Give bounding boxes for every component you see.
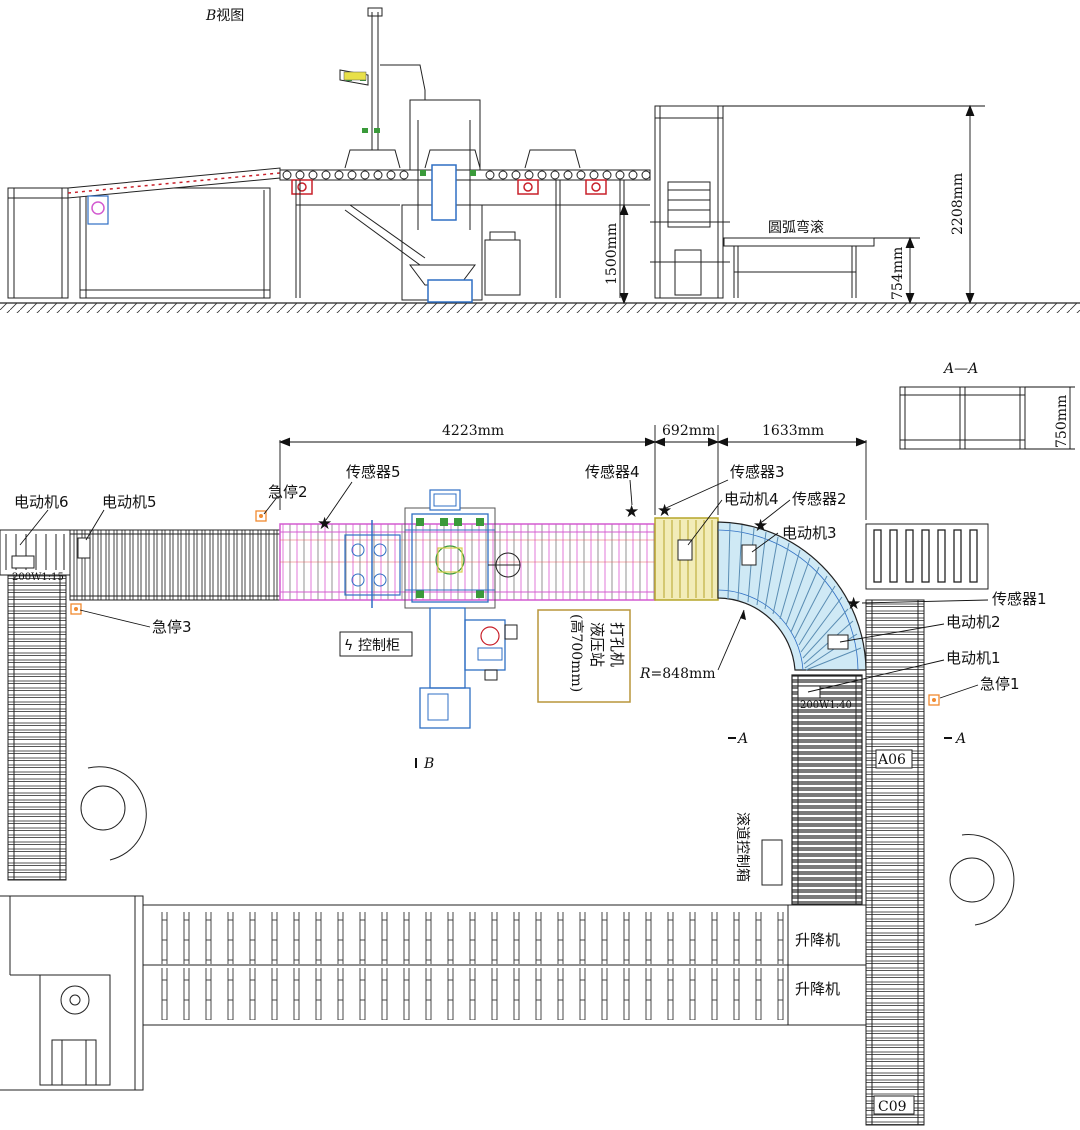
top-left-conveyor	[0, 529, 281, 601]
roller-control-label: 滚道控制箱	[734, 812, 751, 882]
side-view: B视图	[0, 7, 1080, 313]
label-motor3: 电动机3	[782, 524, 837, 542]
dim-1500: 1500mm	[604, 223, 620, 285]
plan-view: 4223mm 692mm 1633mm 200W1:15	[0, 423, 1047, 1126]
drill-box-line-3: (高700mm)	[568, 614, 585, 692]
roller-control-box	[761, 839, 783, 886]
estop-markers	[70, 510, 940, 706]
side-arc-roller-table	[723, 237, 875, 298]
drill-box-line-1: 打孔机	[608, 622, 626, 667]
left-vertical-conveyor	[7, 574, 67, 881]
dim-754: 754mm	[890, 247, 906, 300]
dim-750: 750mm	[1054, 395, 1070, 448]
view-b-title: B视图	[205, 8, 244, 24]
radius-leader	[717, 609, 745, 671]
label-sensor4: 传感器4	[585, 463, 640, 481]
label-sensor1: 传感器1	[992, 590, 1047, 608]
lift-label-2: 升降机	[795, 980, 840, 998]
side-lift-tower	[650, 105, 730, 299]
bottom-left-frame	[0, 895, 144, 1091]
label-estop2: 急停2	[268, 483, 308, 501]
label-sensor2: 传感器2	[792, 490, 847, 508]
plan-dimensions	[278, 425, 868, 520]
label-motor1: 电动机1	[946, 649, 1001, 667]
radius-label: R=848mm	[639, 666, 716, 682]
station-a06: A06	[877, 752, 906, 768]
control-cabinet-box	[339, 631, 413, 657]
arc-roller-label: 圆弧弯滚	[768, 219, 824, 236]
side-incline-conveyor	[67, 167, 281, 225]
control-cabinet-label: 控制柜	[358, 638, 400, 654]
control-cabinet-icon: ϟ	[344, 638, 353, 654]
label-motor2: 电动机2	[946, 613, 1001, 631]
motor6-tag: 200W1:15	[12, 572, 64, 583]
svg-text:★: ★	[753, 516, 768, 536]
a-marker-left: A	[736, 731, 748, 747]
dim-692: 692mm	[662, 423, 715, 439]
dim-4223: 4223mm	[442, 423, 504, 439]
side-drilling-machine	[339, 7, 521, 303]
turn-symbols	[80, 766, 1015, 926]
leader-lines	[19, 479, 989, 699]
dim-1633: 1633mm	[762, 423, 824, 439]
drilling-machine-plan	[344, 489, 521, 729]
lift-label-1: 升降机	[795, 931, 840, 949]
section-a-a: A—A 750mm	[899, 361, 1075, 450]
far-right-conveyor	[865, 599, 925, 1126]
svg-text:★: ★	[657, 501, 672, 521]
svg-text:★: ★	[317, 514, 332, 534]
svg-text:★: ★	[624, 502, 639, 522]
label-motor6: 电动机6	[14, 493, 69, 511]
station-c09: C09	[878, 1099, 907, 1115]
pink-conveyor	[279, 523, 656, 601]
top-right-conveyor	[865, 523, 989, 590]
dim-2208: 2208mm	[950, 173, 966, 235]
olive-section	[654, 517, 719, 601]
b-marker: B	[423, 756, 434, 772]
label-sensor5: 传感器5	[346, 463, 401, 481]
side-dimensions	[619, 104, 985, 305]
section-title: A—A	[942, 361, 978, 377]
sensor-stars: ★ ★ ★ ★ ★	[317, 501, 861, 614]
label-motor5: 电动机5	[102, 493, 157, 511]
drill-box	[537, 609, 631, 703]
label-sensor3: 传感器3	[730, 463, 785, 481]
curved-conveyor	[717, 521, 867, 671]
bottom-conveyors	[142, 904, 867, 1026]
label-motor4: 电动机4	[724, 490, 779, 508]
a-marker-right: A	[954, 731, 966, 747]
right-vertical-conveyor	[791, 674, 863, 906]
motor1-tag: 200W1:40	[800, 700, 852, 711]
label-estop1: 急停1	[980, 675, 1020, 693]
side-main-conveyor	[279, 149, 651, 298]
label-estop3: 急停3	[152, 618, 192, 636]
side-left-frame	[7, 187, 271, 299]
drill-box-line-2: 液压站	[588, 622, 606, 667]
svg-text:★: ★	[846, 594, 861, 614]
ground-hatch	[0, 303, 1080, 313]
